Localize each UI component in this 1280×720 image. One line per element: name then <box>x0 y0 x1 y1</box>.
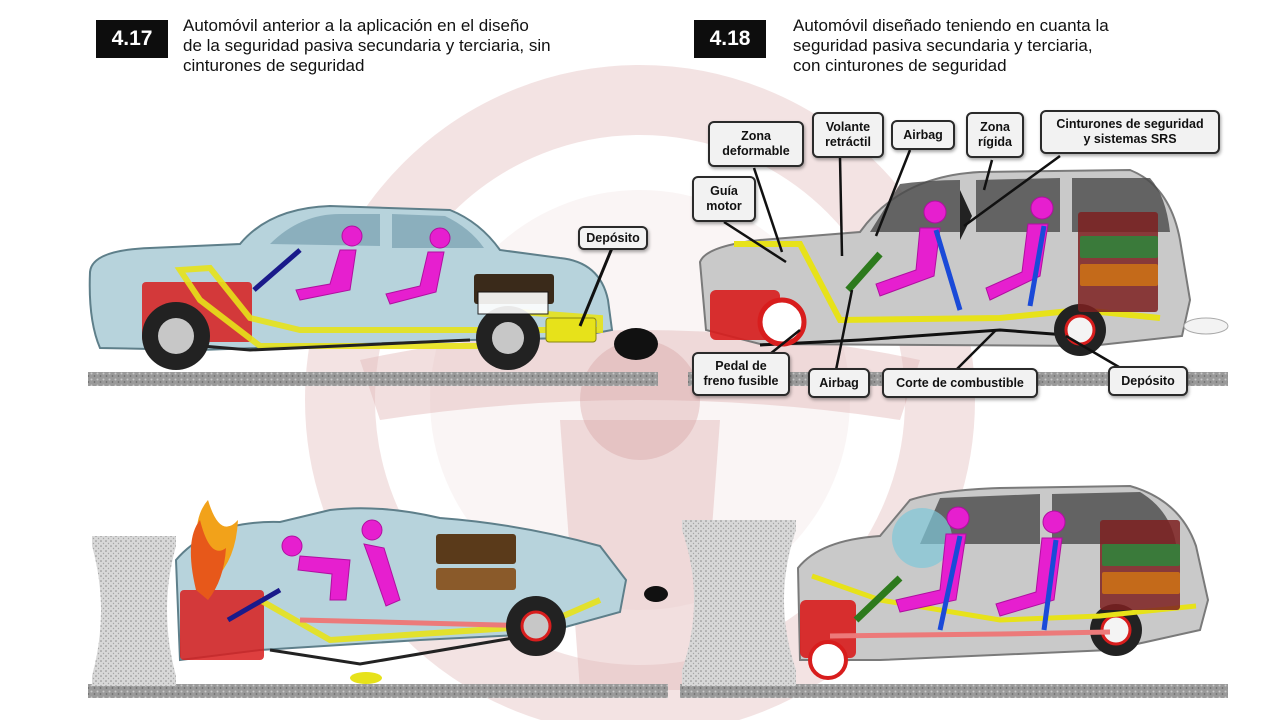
callout-guia-motor: Guía motor <box>692 176 756 222</box>
modern-car-top <box>698 168 1229 356</box>
caption-line: Automóvil diseñado teniendo en cuanta la <box>793 16 1109 35</box>
callout-corte-combustible: Corte de combustible <box>882 368 1038 398</box>
figure-4-18-caption: Automóvil diseñado teniendo en cuanta la… <box>793 16 1173 76</box>
road-bottom-left <box>88 684 668 698</box>
road-top-left <box>88 372 658 386</box>
callout-deposito-modern: Depósito <box>1108 366 1188 396</box>
callout-airbag-bottom: Airbag <box>808 368 870 398</box>
caption-line: Automóvil anterior a la aplicación en el… <box>183 16 529 35</box>
callout-lines-modern <box>723 149 1125 372</box>
callout-zona-deformable: Zona deformable <box>708 121 804 167</box>
callout-line-deposito-old <box>578 247 614 327</box>
callout-pedal-freno-fusible: Pedal de freno fusible <box>692 352 790 396</box>
modern-car-crashed <box>796 484 1210 680</box>
caption-line: cinturones de seguridad <box>183 56 365 75</box>
figure-number-badge-4-18: 4.18 <box>694 20 766 58</box>
caption-line: de la seguridad pasiva secundaria y terc… <box>183 36 551 55</box>
caption-line: seguridad pasiva secundaria y terciaria, <box>793 36 1093 55</box>
old-car-crashed <box>174 500 668 684</box>
crash-barrier-right <box>682 520 796 686</box>
callout-airbag-top: Airbag <box>891 120 955 150</box>
crash-barrier-left <box>92 536 176 686</box>
caption-line: con cinturones de seguridad <box>793 56 1007 75</box>
callout-deposito-old: Depósito <box>578 226 648 250</box>
callout-volante-retractil: Volante retráctil <box>812 112 884 158</box>
callout-zona-rigida: Zona rígida <box>966 112 1024 158</box>
figure-4-17-caption: Automóvil anterior a la aplicación en el… <box>183 16 603 76</box>
figure-number-badge-4-17: 4.17 <box>96 20 168 58</box>
road-bottom-right <box>680 684 1228 698</box>
old-car-top <box>88 204 658 370</box>
callout-cinturones-srs: Cinturones de seguridad y sistemas SRS <box>1040 110 1220 154</box>
